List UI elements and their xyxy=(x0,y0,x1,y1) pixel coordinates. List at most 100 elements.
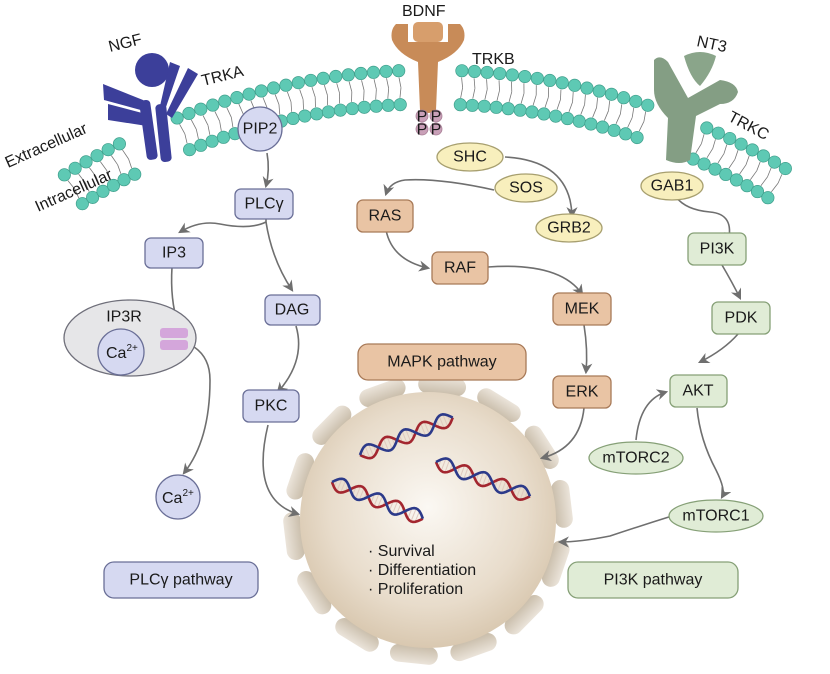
lipid-head xyxy=(242,87,256,101)
lipid-tail xyxy=(179,124,186,135)
arrow-plcg-ip3 xyxy=(178,210,267,234)
lipid-tail xyxy=(460,87,464,98)
node-ip3-label: IP3 xyxy=(162,245,186,262)
lipid-head xyxy=(708,162,722,176)
trka-arm-right xyxy=(160,62,180,110)
lipid-tail xyxy=(226,107,232,118)
base-pair xyxy=(463,466,469,480)
lipid-tail xyxy=(207,125,211,135)
lipid-head xyxy=(86,190,100,204)
lipid-head xyxy=(584,117,598,131)
trkb-receptor xyxy=(391,22,465,113)
lipid-head xyxy=(750,185,765,199)
base-pair xyxy=(336,478,343,492)
arrow-gab1-pi3k xyxy=(675,196,736,245)
node-shc-label: SHC xyxy=(453,149,487,166)
lipid-tail xyxy=(74,189,80,199)
trkb-body xyxy=(391,24,465,113)
dna-helix xyxy=(434,457,532,502)
arrow-ras-raf xyxy=(385,229,431,272)
lipid-head xyxy=(298,109,312,123)
node-erk-label: ERK xyxy=(566,384,599,401)
lipid-tail xyxy=(95,176,100,186)
trkc-receptor xyxy=(654,52,738,163)
outcome-differentiation: · Differentiation xyxy=(368,562,476,579)
lipid-head xyxy=(740,179,754,193)
trka-stem-left xyxy=(139,99,158,160)
lipid-tail xyxy=(532,95,537,106)
node-grb2-label: GRB2 xyxy=(547,220,591,237)
lipid-tail xyxy=(728,159,736,169)
lipid-head xyxy=(729,173,744,187)
nuclear-pore xyxy=(286,453,315,500)
lipid-tail xyxy=(111,155,118,165)
node-dag-label: DAG xyxy=(275,302,310,319)
lipid-tail xyxy=(520,93,525,104)
lipid-tail xyxy=(584,94,586,105)
node-akt-label: AKT xyxy=(682,383,713,400)
node-ip3 xyxy=(144,237,204,269)
arrow-pdk-akt xyxy=(697,333,739,364)
base-pair xyxy=(383,438,389,451)
lipid-head xyxy=(366,65,381,79)
plc-pathway: PIP2 PLCγ IP3 DAG IP3R Ca2+ PKC Ca2+ PLC… xyxy=(63,106,321,599)
lipid-tail xyxy=(299,89,304,100)
lipid-head xyxy=(607,123,621,137)
lipid-tail xyxy=(701,134,705,144)
node-pip2 xyxy=(237,106,283,152)
lipid-tail xyxy=(756,161,761,171)
lipid-head xyxy=(68,161,82,175)
node-raf-label: RAF xyxy=(444,260,476,277)
node-plcg xyxy=(234,188,294,220)
lipid-tail xyxy=(544,97,549,108)
arrow-erk-nucleus xyxy=(539,407,585,462)
lipid-head xyxy=(216,130,231,144)
base-pair xyxy=(500,480,507,494)
lipid-tail xyxy=(777,174,783,184)
lipid-tail xyxy=(219,121,222,131)
dna-helix xyxy=(330,477,425,524)
lipid-head xyxy=(555,76,569,90)
lipid-head xyxy=(595,120,610,134)
lipid-tail xyxy=(461,77,464,88)
lipid-head xyxy=(329,69,343,84)
lipid-tail xyxy=(767,167,772,178)
node-mek-label: MEK xyxy=(565,301,600,318)
nt3-label: NT3 xyxy=(695,33,728,56)
trka-stem-right xyxy=(155,103,172,162)
lipid-head xyxy=(354,66,368,81)
lipid-head xyxy=(617,91,631,105)
arrow-pip2-plcg xyxy=(262,152,274,189)
node-pdk xyxy=(711,301,771,335)
lipid-head xyxy=(286,111,300,126)
lipid-head xyxy=(629,94,643,108)
lipid-head xyxy=(453,98,467,112)
lipid-tail xyxy=(399,87,402,98)
lipid-head xyxy=(304,73,318,87)
phospho-site xyxy=(415,109,429,123)
lipid-head xyxy=(592,84,606,98)
node-ca-store xyxy=(97,328,145,376)
lipid-head xyxy=(580,81,594,95)
node-shc xyxy=(436,142,504,172)
lipid-tail xyxy=(262,97,268,108)
lipid-head xyxy=(697,157,711,171)
nuclear-pore xyxy=(283,512,305,561)
lipid-head xyxy=(206,98,220,112)
lipid-tail xyxy=(375,89,377,100)
base-pair xyxy=(423,421,430,435)
lipid-tail xyxy=(717,153,725,164)
lipid-tail xyxy=(745,155,750,166)
node-dag xyxy=(264,294,321,326)
dna-strand xyxy=(359,417,454,460)
base-pair xyxy=(401,430,408,444)
lipid-tail xyxy=(348,81,353,92)
base-pair xyxy=(386,436,393,450)
base-pair xyxy=(340,480,347,493)
dna-strand xyxy=(331,477,425,520)
ngf-ligand xyxy=(135,53,169,87)
lipid-head xyxy=(745,143,759,157)
trka-arm-right-outer xyxy=(166,68,198,118)
node-erk xyxy=(552,375,612,409)
lipid-head xyxy=(549,109,563,123)
